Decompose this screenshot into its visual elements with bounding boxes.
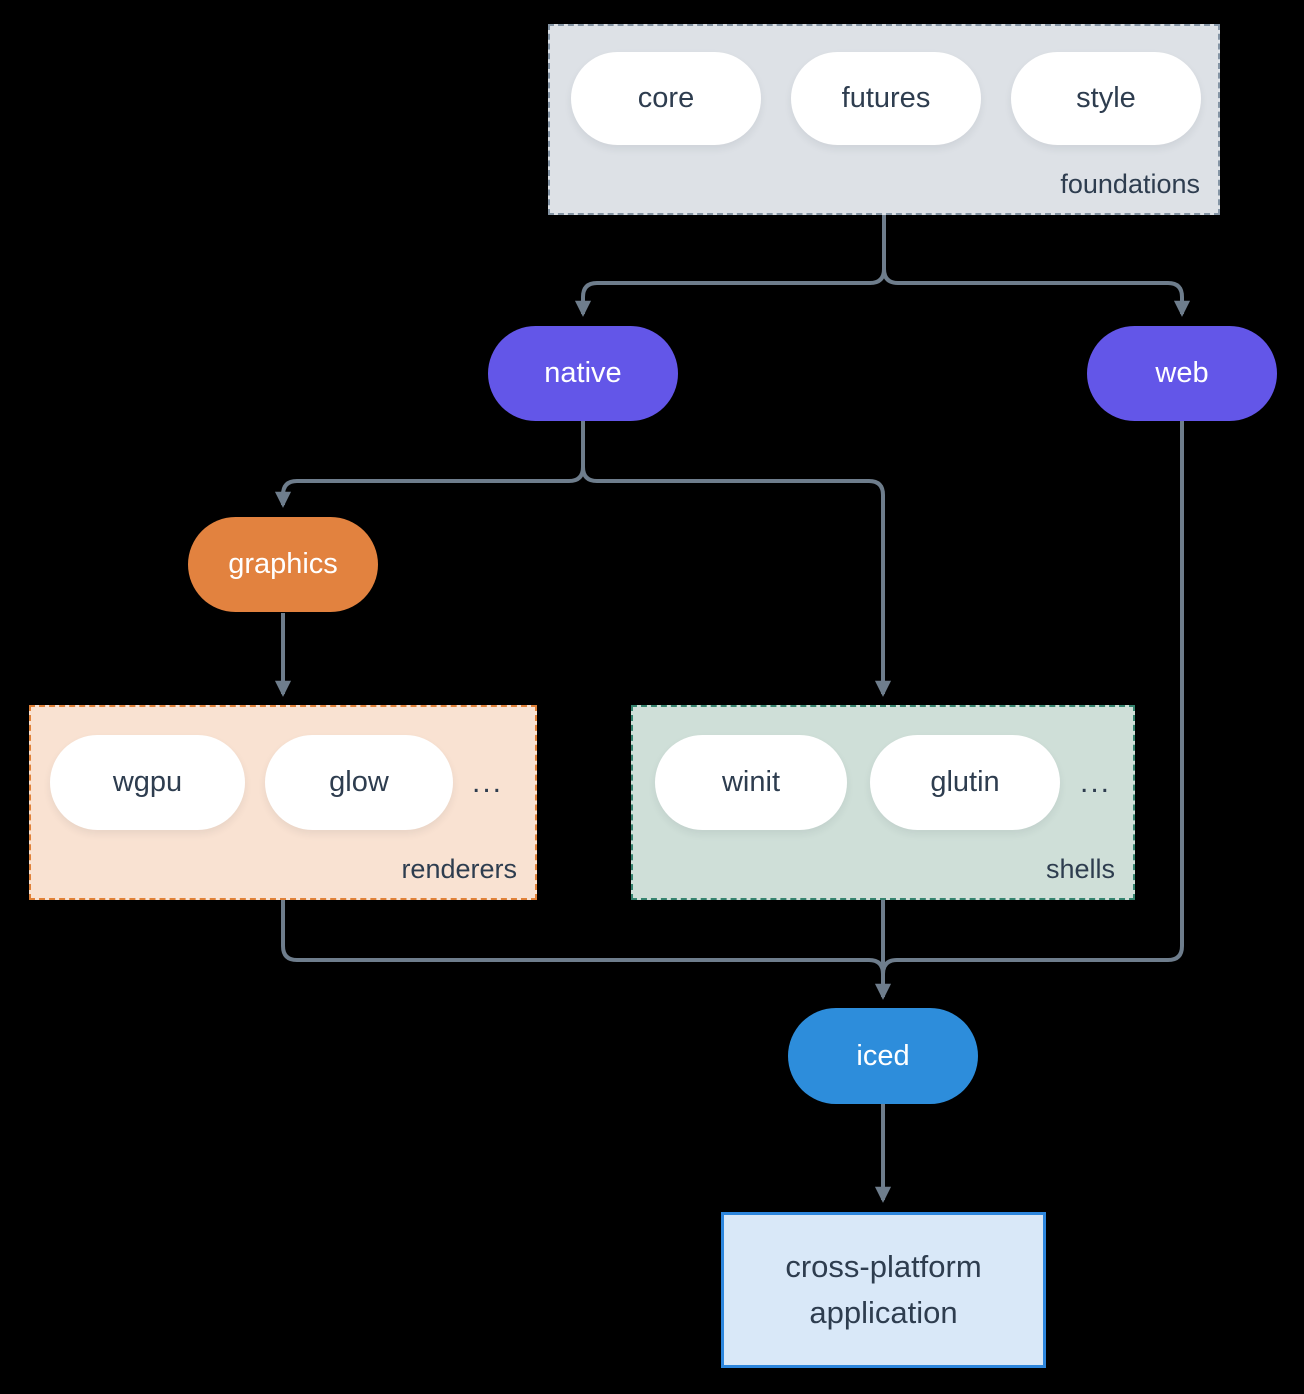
web-node: web <box>1087 326 1277 421</box>
wgpu-label: wgpu <box>112 766 183 798</box>
core-pill: core <box>571 52 761 145</box>
glow-label: glow <box>329 766 389 798</box>
graphics-node: graphics <box>188 517 378 612</box>
wgpu-pill: wgpu <box>50 735 245 830</box>
winit-pill: winit <box>655 735 847 830</box>
native-node: native <box>488 326 678 421</box>
native-label: native <box>544 357 622 389</box>
application-label-line2: application <box>809 1295 958 1330</box>
foundations-group-label: foundations <box>1060 169 1200 199</box>
web-label: web <box>1155 357 1209 389</box>
glow-pill: glow <box>265 735 453 830</box>
graphics-label: graphics <box>228 548 338 580</box>
arrow-foundations-to-web <box>882 215 1191 317</box>
renderers-group-label: renderers <box>401 854 517 884</box>
shells-group: winit glutin ... shells <box>631 705 1135 900</box>
iced-node: iced <box>788 1008 978 1104</box>
glutin-pill: glutin <box>870 735 1060 830</box>
core-label: core <box>637 82 695 114</box>
winit-label: winit <box>721 766 780 798</box>
application-label-line1: cross-platform <box>785 1248 982 1284</box>
shells-ellipsis: ... <box>1080 765 1112 799</box>
arrow-foundations-to-native <box>574 215 886 317</box>
renderers-ellipsis: ... <box>472 765 504 799</box>
renderers-group: wgpu glow ... renderers <box>29 705 537 900</box>
futures-label: futures <box>841 82 931 114</box>
line-renderers-to-merge <box>281 900 885 975</box>
style-pill: style <box>1011 52 1201 145</box>
arrow-native-to-shells <box>581 421 892 697</box>
style-label: style <box>1076 82 1136 114</box>
cross-platform-application-node: cross-platform application <box>721 1212 1046 1368</box>
arrow-native-to-graphics <box>274 421 585 508</box>
iced-label: iced <box>856 1039 910 1072</box>
glutin-label: glutin <box>930 766 1000 798</box>
futures-pill: futures <box>791 52 981 145</box>
shells-group-label: shells <box>1045 854 1115 884</box>
foundations-group: core futures style foundations <box>548 24 1220 215</box>
